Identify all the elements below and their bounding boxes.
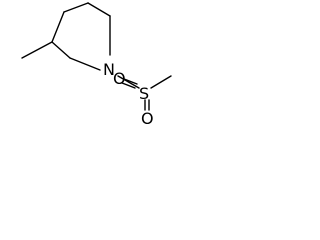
structure-canvas: N S O O — [0, 0, 180, 128]
bond-s-o-upper-b — [121, 82, 136, 89]
bond-ring-top-right — [87, 2, 111, 17]
bond-s-methyl — [150, 75, 172, 89]
bond-n-s — [117, 75, 140, 89]
oxygen-upper-label: O — [113, 69, 126, 88]
nitrogen-label: N — [103, 60, 115, 79]
bond-n-ring-bottom — [69, 57, 101, 71]
molecule-drawing: N S O O — [21, 2, 172, 128]
bond-s-o-upper-a — [123, 78, 138, 85]
bond-ring-bottom-left — [51, 41, 71, 59]
bond-ring-left — [51, 11, 65, 43]
bond-methyl — [21, 41, 53, 59]
bond-ring-top — [63, 2, 89, 13]
oxygen-lower-label: O — [141, 109, 154, 126]
sulfur-label: S — [139, 84, 149, 103]
